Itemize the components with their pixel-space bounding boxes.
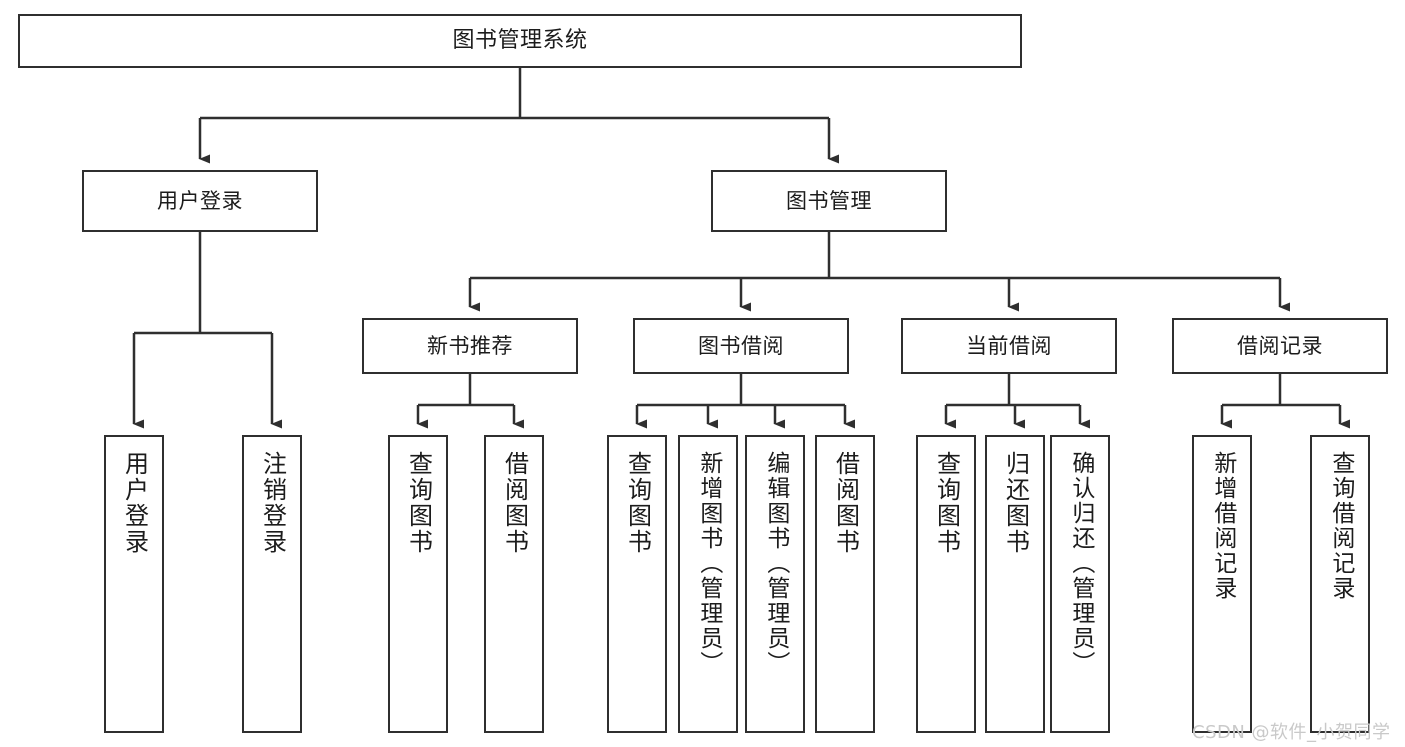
node-label: 编辑图书（管理员）: [762, 451, 789, 676]
node-current-borrow[interactable]: 当前借阅: [901, 318, 1117, 374]
node-leaf-logout[interactable]: 注销登录: [242, 435, 302, 733]
node-label: 确认归还（管理员）: [1067, 451, 1094, 676]
node-label: 查询图书: [404, 451, 433, 555]
node-book-borrow[interactable]: 图书借阅: [633, 318, 849, 374]
node-borrow-record[interactable]: 借阅记录: [1172, 318, 1388, 374]
node-label: 查询借阅记录: [1327, 451, 1354, 601]
node-leaf-borrow-book-1[interactable]: 借阅图书: [484, 435, 544, 733]
node-label: 用户登录: [120, 451, 149, 555]
node-leaf-query-book-3[interactable]: 查询图书: [916, 435, 976, 733]
node-label: 图书管理系统: [452, 28, 588, 54]
node-label: 新增借阅记录: [1209, 451, 1236, 601]
node-leaf-query-book-1[interactable]: 查询图书: [388, 435, 448, 733]
node-label: 查询图书: [932, 451, 961, 555]
csdn-watermark: CSDN @软件_小贺同学: [1192, 722, 1391, 743]
node-leaf-query-record[interactable]: 查询借阅记录: [1310, 435, 1370, 733]
node-leaf-borrow-book-2[interactable]: 借阅图书: [815, 435, 875, 733]
node-book-manage[interactable]: 图书管理: [711, 170, 947, 232]
node-label: 借阅图书: [831, 451, 860, 555]
node-label: 用户登录: [157, 188, 243, 213]
node-root[interactable]: 图书管理系统: [18, 14, 1022, 68]
node-label: 新书推荐: [427, 333, 513, 358]
node-leaf-edit-book[interactable]: 编辑图书（管理员）: [745, 435, 805, 733]
node-label: 注销登录: [258, 451, 287, 555]
node-user-login[interactable]: 用户登录: [82, 170, 318, 232]
node-label: 新增图书（管理员）: [695, 451, 722, 676]
node-label: 当前借阅: [966, 333, 1052, 358]
node-leaf-return-book[interactable]: 归还图书: [985, 435, 1045, 733]
node-label: 图书管理: [786, 188, 872, 213]
node-leaf-query-book-2[interactable]: 查询图书: [607, 435, 667, 733]
node-label: 借阅图书: [500, 451, 529, 555]
node-label: 查询图书: [623, 451, 652, 555]
node-leaf-user-login[interactable]: 用户登录: [104, 435, 164, 733]
node-label: 图书借阅: [698, 333, 784, 358]
node-leaf-add-record[interactable]: 新增借阅记录: [1192, 435, 1252, 733]
node-label: 借阅记录: [1237, 333, 1323, 358]
node-leaf-add-book[interactable]: 新增图书（管理员）: [678, 435, 738, 733]
node-leaf-confirm-return[interactable]: 确认归还（管理员）: [1050, 435, 1110, 733]
node-new-book-recommend[interactable]: 新书推荐: [362, 318, 578, 374]
node-label: 归还图书: [1001, 451, 1030, 555]
